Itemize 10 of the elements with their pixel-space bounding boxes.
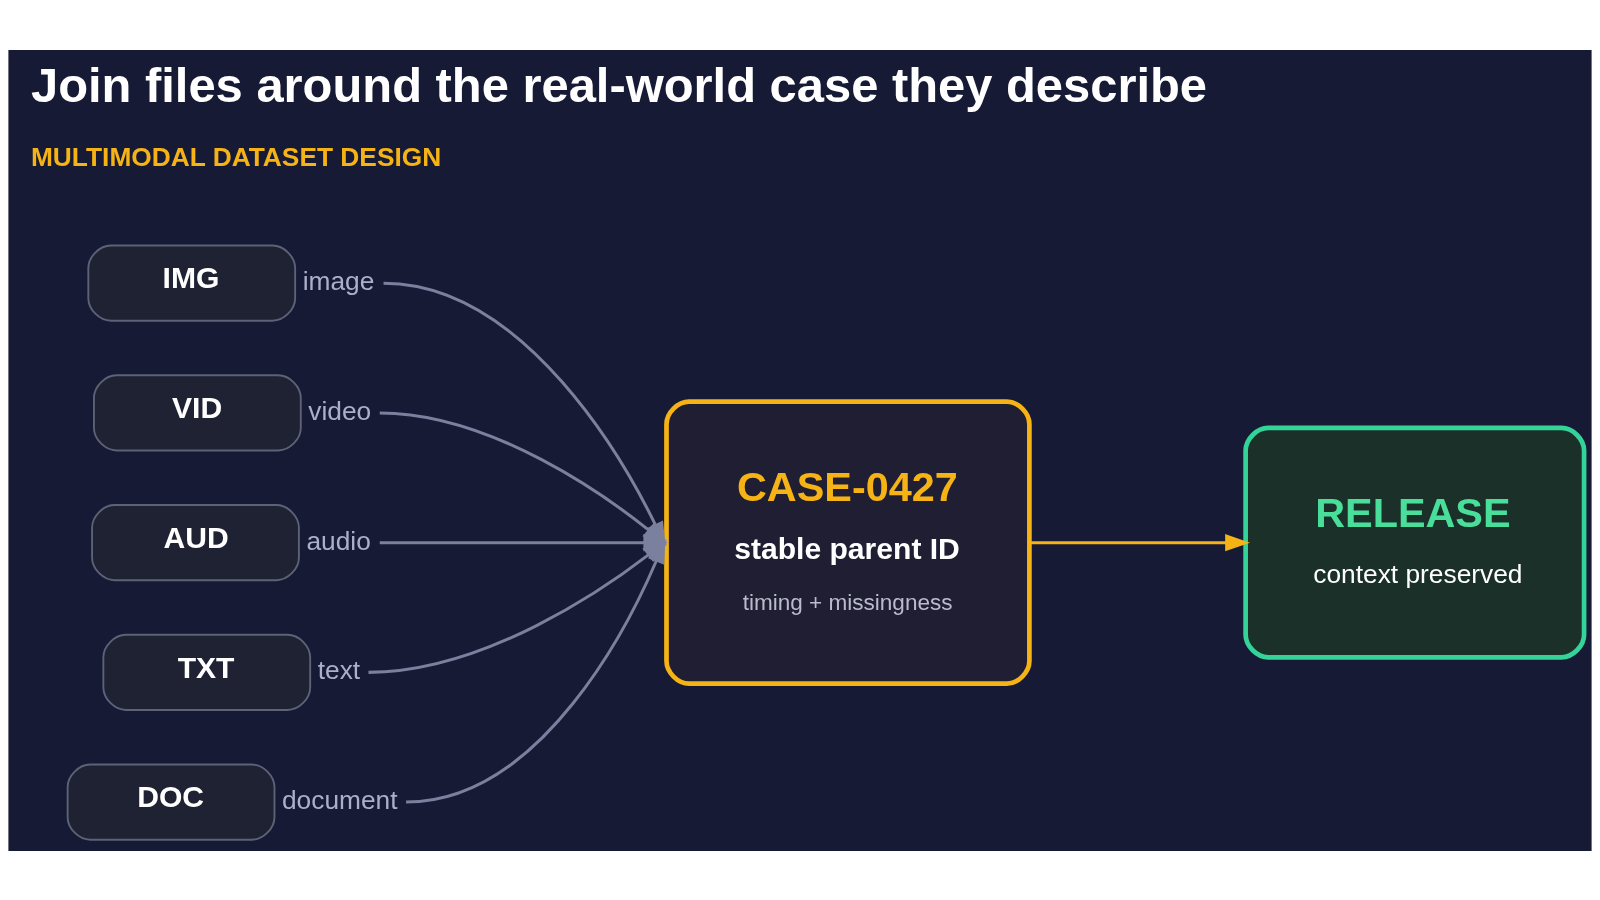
node-label: image [302,265,375,296]
node-label: audio [306,525,371,556]
node-label: video [308,395,372,426]
node-box: CASE-0427 stable parent ID timing + missingness [664,398,1032,686]
label: MULTIMODAL DATASET DESIGN [30,141,442,172]
node-label: document [281,784,398,815]
arrow [1029,533,1250,551]
node-box: RELEASE context preserved [1243,425,1587,660]
diagram-title: Join files around the real-world case they describe [30,57,1208,112]
node-label: text [317,654,361,685]
